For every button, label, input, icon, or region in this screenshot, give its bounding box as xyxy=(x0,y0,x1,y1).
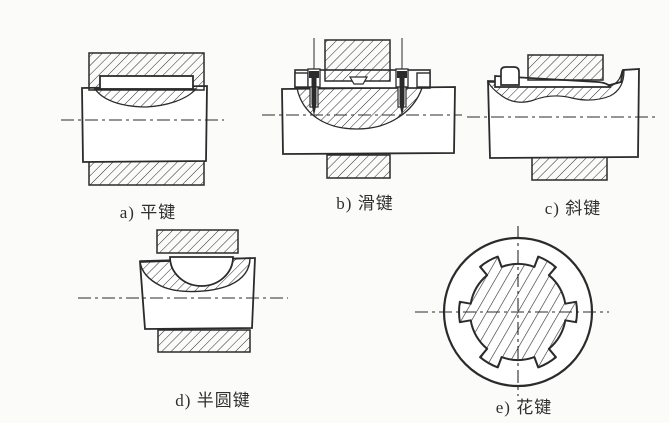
figure-a-caption: a) 平键 xyxy=(119,203,177,222)
fig-b-key-right-end xyxy=(416,72,431,88)
fig-b-fastening-screw-left xyxy=(307,38,321,116)
figure-b-sliding-key-drawing xyxy=(262,38,462,179)
fig-d-woodruff-key xyxy=(169,256,234,287)
fig-a-hub-lower-section xyxy=(88,158,205,186)
fig-a-keyseat-section xyxy=(93,88,198,108)
fig-d-hub-lower-section xyxy=(157,329,251,353)
fig-a-flat-key xyxy=(99,75,194,90)
fig-d-hub-upper-section xyxy=(156,229,239,254)
figure-a-flat-key-drawing xyxy=(61,52,224,186)
fig-b-hub-upper-section xyxy=(324,39,391,82)
figure-c-taper-key-drawing xyxy=(467,54,658,181)
figure-b-caption: b) 滑键 xyxy=(336,194,394,213)
fig-c-hub-upper-section xyxy=(527,54,604,81)
fig-b-fastening-screw-right xyxy=(395,38,409,116)
fig-b-key-left-end xyxy=(294,72,309,88)
fig-c-hub-lower-section xyxy=(531,156,608,181)
fig-b-hub-lower-section xyxy=(326,154,391,179)
figure-c-caption: c) 斜键 xyxy=(544,199,602,218)
fig-b-key-center-hole xyxy=(348,76,369,85)
figure-d-woodruff-key-drawing xyxy=(78,229,288,353)
figure-e-spline-drawing xyxy=(415,226,609,396)
fig-c-taper-key xyxy=(494,75,612,88)
figure-d-caption: d) 半圆键 xyxy=(175,391,251,410)
fig-b-keyseat-section xyxy=(296,87,423,130)
fig-c-gib-head xyxy=(500,66,520,86)
figure-e-caption: e) 花键 xyxy=(495,398,553,417)
